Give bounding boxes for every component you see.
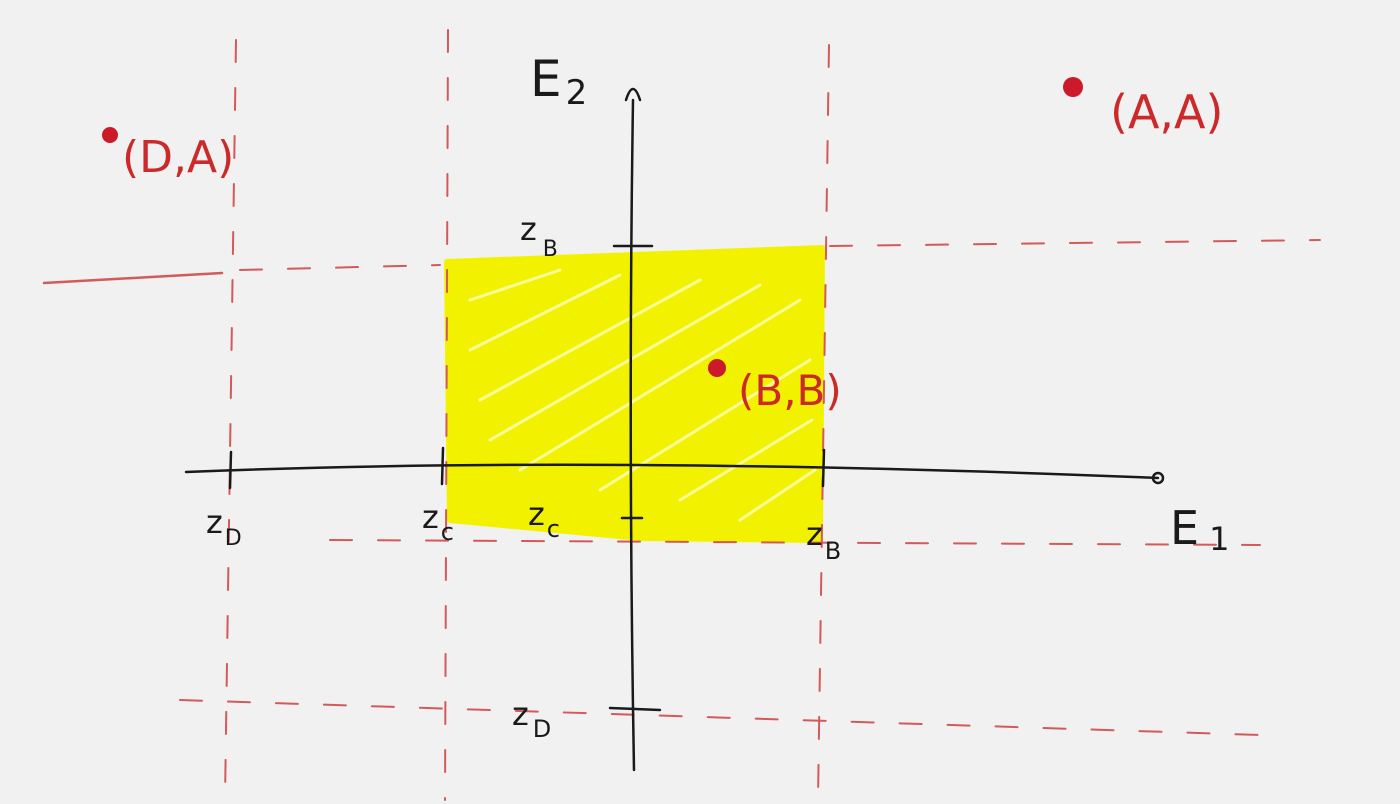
tick-label-y-zb: zB — [520, 210, 558, 262]
point-bb-dot — [708, 359, 726, 377]
dashed-line-zb-left-solid — [42, 271, 224, 285]
tick-label-x-zd: zD — [206, 503, 242, 551]
y-axis-arrow-icon — [624, 87, 642, 102]
dashed-line-zc-horizontal — [329, 539, 1261, 546]
tick-x-zd — [228, 450, 233, 490]
dashed-line-zd-vertical — [224, 39, 237, 801]
dashed-line-zb-horizontal-left — [239, 264, 441, 271]
point-da-label: (D,A) — [122, 132, 234, 183]
dashed-horizontal-lines — [42, 239, 1321, 736]
tick-x-zb — [821, 448, 826, 488]
tick-marks — [228, 244, 826, 712]
tick-y-zd — [608, 706, 662, 712]
dashed-line-zb-vertical — [817, 44, 830, 801]
point-aa-dot — [1063, 77, 1083, 97]
tick-label-x-zb: zB — [806, 515, 841, 565]
dashed-vertical-lines — [224, 29, 830, 801]
dashed-line-zc-vertical — [444, 29, 449, 801]
point-aa: (A,A) — [1063, 77, 1223, 139]
point-aa-label: (A,A) — [1110, 85, 1223, 139]
dashed-line-zd-horizontal — [179, 699, 1261, 736]
x-axis-arrow-icon — [1151, 471, 1165, 485]
point-da-dot — [102, 127, 118, 143]
dashed-line-zb-horizontal-right — [829, 239, 1321, 247]
point-da: (D,A) — [102, 127, 234, 183]
tick-label-x-zc: zc — [422, 498, 454, 546]
y-axis — [629, 98, 636, 772]
tick-x-zc — [440, 446, 445, 486]
tick-label-y-zc: zc — [528, 495, 560, 543]
x-axis — [184, 463, 1160, 480]
axes — [184, 87, 1165, 772]
point-bb-label: (B,B) — [738, 366, 842, 415]
point-bb: (B,B) — [708, 359, 842, 415]
